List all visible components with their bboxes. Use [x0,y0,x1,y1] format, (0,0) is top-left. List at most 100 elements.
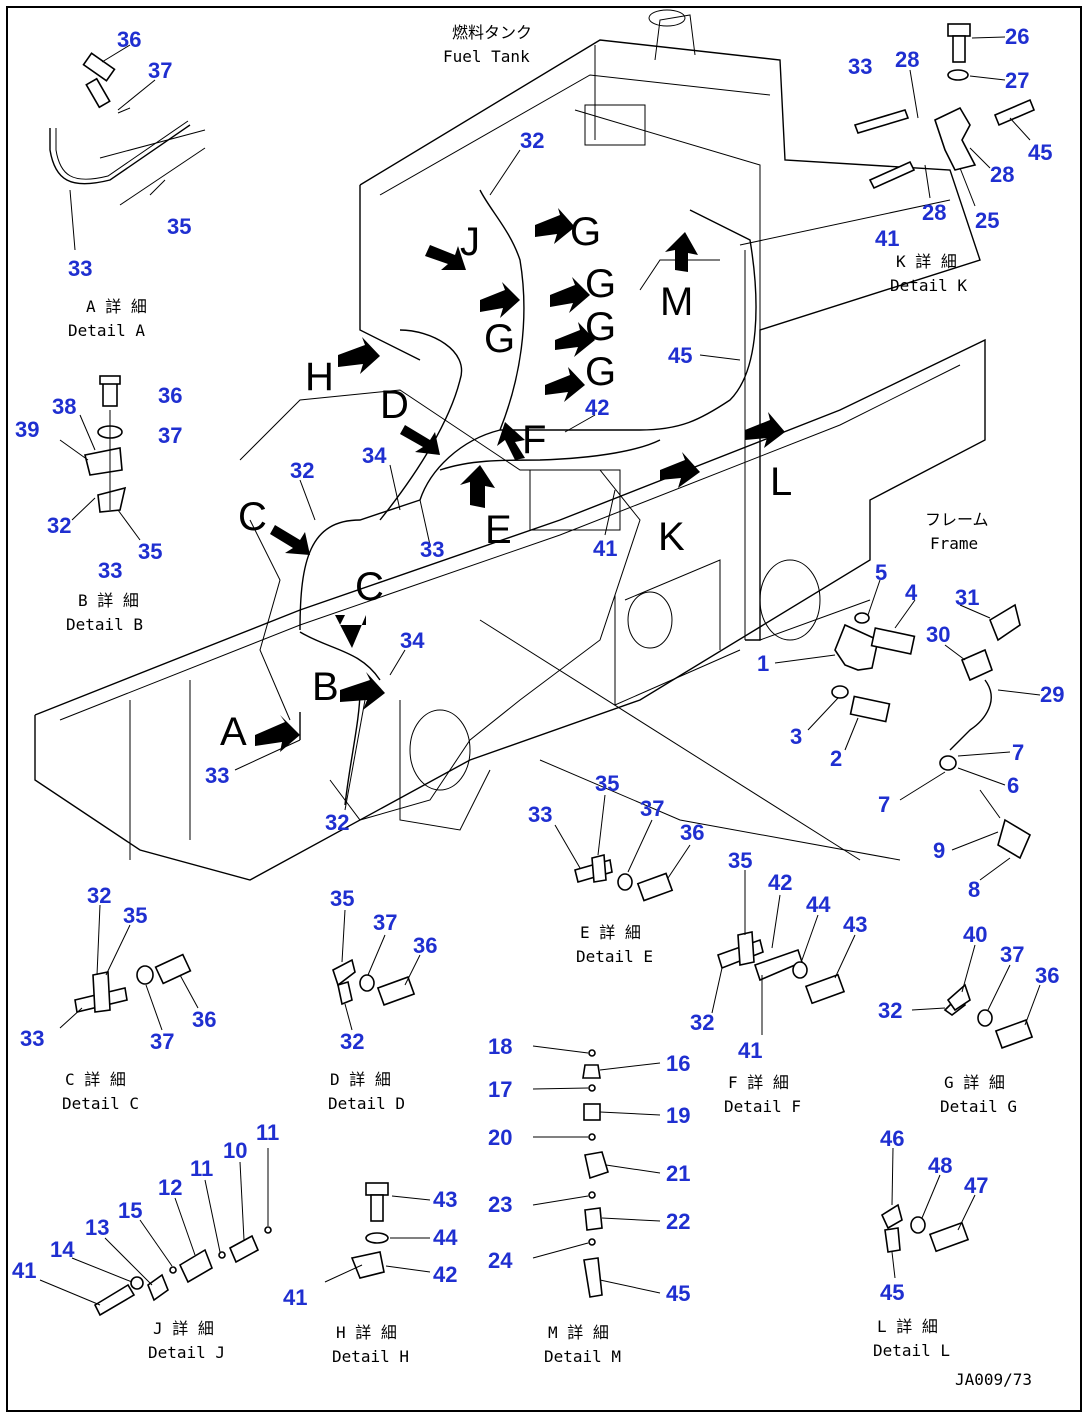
a-callout-35: 35 [167,214,191,239]
view-letter-c: C [238,495,267,539]
g-callout-32: 32 [878,998,902,1023]
view-letter-l: L [770,460,792,504]
detail-e-title-en: Detail E [576,947,653,966]
h-callout-44: 44 [433,1225,458,1250]
e-callout-37: 37 [640,796,664,821]
detail-c-title-en: Detail C [62,1094,139,1113]
e-callout-33: 33 [528,802,552,827]
detail-m-title-en: Detail M [544,1347,621,1366]
detail-e-title-ja: E 詳 細 [580,923,641,942]
g-callout-37: 37 [1000,942,1024,967]
detail-c: 32 35 33 37 36 C 詳 細 Detail C [20,883,216,1113]
fd-callout-35: 35 [728,848,752,873]
fuel-tank-label-ja: 燃料タンク [452,23,532,42]
k-callout-26: 26 [1005,24,1029,49]
detail-g-title-en: Detail G [940,1097,1017,1116]
detail-d-title-en: Detail D [328,1094,405,1113]
view-letter-a: A [220,710,247,754]
callout-34-lower: 34 [400,628,425,653]
detail-k: 26 27 33 28 45 28 28 41 25 K 詳 細 Detail … [848,23,1052,295]
d-callout-35: 35 [330,886,354,911]
b-callout-36: 36 [158,383,182,408]
g-callout-40: 40 [963,922,987,947]
view-letter-f: F [522,418,546,462]
detail-k-title-en: Detail K [890,276,967,295]
detail-h-title-en: Detail H [332,1347,409,1366]
detail-j-title-ja: J 詳 細 [153,1319,214,1338]
filter-callout-5: 5 [875,560,887,585]
e-callout-35: 35 [595,771,619,796]
d-callout-37: 37 [373,910,397,935]
detail-g-title-ja: G 詳 細 [944,1073,1005,1092]
detail-b-title-ja: B 詳 細 [78,591,139,610]
detail-f-title-ja: F 詳 細 [728,1073,789,1092]
view-letter-h: H [305,355,334,399]
filter-callout-1: 1 [757,651,769,676]
fd-callout-43: 43 [843,912,867,937]
c-callout-33: 33 [20,1026,44,1051]
callout-41-main: 41 [593,536,617,561]
detail-e: 35 33 37 36 E 詳 細 Detail E [528,771,704,966]
fuel-tank-label-en: Fuel Tank [443,47,530,66]
k-callout-28-top: 28 [895,47,919,72]
detail-f: 35 42 44 43 32 41 F 詳 細 Detail F [690,848,867,1116]
l-callout-46: 46 [880,1126,904,1151]
j-callout-14: 14 [50,1237,75,1262]
detail-a: 36 37 35 33 A 詳 細 Detail A [49,27,206,340]
j-callout-12: 12 [158,1175,182,1200]
callout-45-main: 45 [668,343,692,368]
filter-callout-4: 4 [905,580,918,605]
callout-33-lower: 33 [205,763,229,788]
md-callout-22: 22 [666,1209,690,1234]
detail-a-title-en: Detail A [68,321,145,340]
detail-m: 18 16 17 19 20 21 23 22 24 45 M 詳 細 Deta… [488,1034,690,1366]
md-callout-45: 45 [666,1281,690,1306]
md-callout-17: 17 [488,1077,512,1102]
view-letter-e: E [485,508,512,552]
filter-callout-7-right: 7 [1012,740,1024,765]
view-arrows [255,208,785,752]
detail-l: 46 48 47 45 L 詳 細 Detail L [873,1126,988,1360]
c-callout-36: 36 [192,1007,216,1032]
drawing-code: JA009/73 [955,1370,1032,1389]
detail-d-title-ja: D 詳 細 [330,1070,391,1089]
a-callout-37: 37 [148,58,172,83]
j-callout-11-top: 11 [256,1120,279,1145]
filter-callout-6: 6 [1007,773,1019,798]
fd-callout-42: 42 [768,870,792,895]
md-callout-19: 19 [666,1103,690,1128]
detail-b: 36 38 39 37 32 35 33 B 詳 細 Detail B [15,375,182,634]
h-callout-41: 41 [283,1285,307,1310]
callout-32-bottom: 32 [325,810,349,835]
callout-34-upper: 34 [362,443,387,468]
a-callout-33: 33 [68,256,92,281]
b-callout-33: 33 [98,558,122,583]
frame-label-ja: フレーム [925,510,989,529]
md-callout-23: 23 [488,1192,512,1217]
detail-j-title-en: Detail J [148,1343,225,1362]
fd-callout-41: 41 [738,1038,762,1063]
k-callout-41: 41 [875,226,899,251]
c-callout-35: 35 [123,903,147,928]
view-letter-c2: C [355,565,384,609]
view-letter-g3: G [585,305,616,349]
d-callout-36: 36 [413,933,437,958]
filter-callout-8: 8 [968,877,980,902]
view-letter-g4: G [585,350,616,394]
detail-c-title-ja: C 詳 細 [65,1070,126,1089]
g-callout-36: 36 [1035,963,1059,988]
j-callout-13: 13 [85,1215,109,1240]
detail-l-title-ja: L 詳 細 [877,1317,938,1336]
view-letter-g1: G [570,210,601,254]
callout-42-main: 42 [585,395,609,420]
detail-h: 43 44 42 41 H 詳 細 Detail H [283,1182,458,1366]
detail-k-title-ja: K 詳 細 [896,252,957,271]
main-callouts: 32 32 32 34 34 33 33 45 42 41 [205,128,741,835]
callout-32-top: 32 [520,128,544,153]
a-callout-36: 36 [117,27,141,52]
c-callout-32: 32 [87,883,111,908]
md-callout-16: 16 [666,1051,690,1076]
main-assembly [34,9,986,881]
frame-label-en: Frame [930,534,978,553]
